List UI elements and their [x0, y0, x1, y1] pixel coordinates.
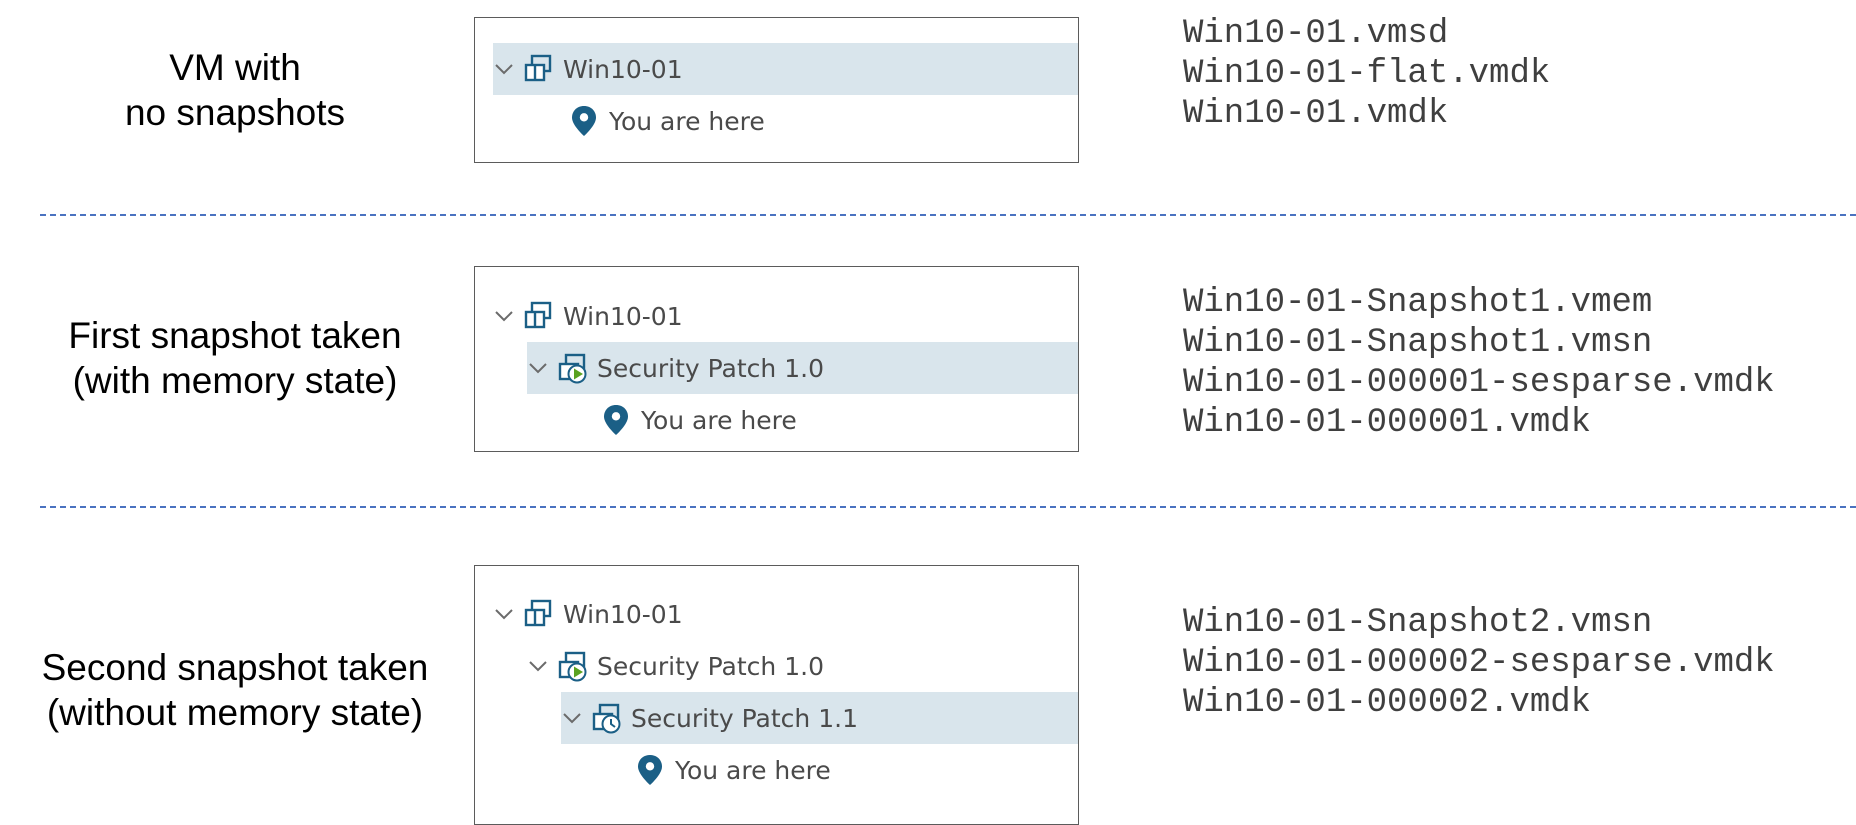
row-caption: VM with no snapshots: [124, 47, 346, 133]
tree-node-label: You are here: [609, 106, 765, 136]
chevron-down-icon[interactable]: [561, 707, 583, 729]
file-list: Win10-01-Snapshot2.vmsn Win10-01-000002-…: [1183, 603, 1775, 723]
row-caption: Second snapshot taken (without memory st…: [41, 647, 429, 733]
tree-node-snapshot[interactable]: Security Patch 1.1: [561, 692, 1078, 744]
tree-node-snapshot[interactable]: Security Patch 1.0: [527, 342, 1078, 394]
tree-node-vm[interactable]: Win10-01: [493, 588, 683, 640]
section-divider: [40, 214, 1856, 216]
vm-icon: [524, 301, 552, 329]
vm-icon: [524, 54, 552, 82]
section-divider: [40, 506, 1856, 508]
tree-node-label: Security Patch 1.1: [631, 703, 858, 733]
file-name: Win10-01.vmdk: [1183, 95, 1449, 133]
location-pin-icon: [638, 755, 662, 785]
chevron-down-icon[interactable]: [527, 655, 549, 677]
tree-node-snapshot[interactable]: Security Patch 1.0: [527, 640, 824, 692]
snapshot-tree-panel: Win10-01 Security Patch 1.0 You are here: [474, 266, 1079, 452]
location-pin-icon: [572, 106, 596, 136]
chevron-down-icon[interactable]: [493, 58, 515, 80]
tree-node-you-are-here: You are here: [603, 394, 797, 446]
file-name: Win10-01-000001-sesparse.vmdk: [1183, 364, 1775, 402]
snapshot-powered-on-icon: [558, 651, 587, 682]
tree-node-you-are-here: You are here: [571, 95, 765, 147]
file-name: Win10-01-flat.vmdk: [1183, 55, 1551, 93]
tree-node-vm[interactable]: Win10-01: [493, 43, 1078, 95]
tree-node-label: You are here: [675, 755, 831, 785]
file-name: Win10-01-Snapshot1.vmsn: [1183, 324, 1653, 362]
tree-node-vm[interactable]: Win10-01: [493, 290, 683, 342]
snapshot-tree-panel: Win10-01 Security Patch 1.0 Security Pat…: [474, 565, 1079, 825]
snapshot-tree-panel: Win10-01 You are here: [474, 17, 1079, 163]
chevron-down-icon[interactable]: [527, 357, 549, 379]
file-name: Win10-01-Snapshot2.vmsn: [1183, 604, 1653, 642]
tree-node-label: Win10-01: [563, 599, 683, 629]
snapshot-icon: [592, 703, 621, 734]
tree-node-label: Win10-01: [563, 301, 683, 331]
tree-node-label: Security Patch 1.0: [597, 651, 824, 681]
row-caption: First snapshot taken (with memory state): [68, 315, 402, 401]
file-name: Win10-01-000001.vmdk: [1183, 404, 1592, 442]
location-pin-icon: [604, 405, 628, 435]
file-name: Win10-01-000002.vmdk: [1183, 684, 1592, 722]
file-name: Win10-01.vmsd: [1183, 15, 1449, 53]
file-name: Win10-01-Snapshot1.vmem: [1183, 284, 1653, 322]
snapshot-powered-on-icon: [558, 353, 587, 384]
file-list: Win10-01.vmsd Win10-01-flat.vmdk Win10-0…: [1183, 14, 1550, 134]
vm-icon: [524, 599, 552, 627]
file-name: Win10-01-000002-sesparse.vmdk: [1183, 644, 1775, 682]
chevron-down-icon[interactable]: [493, 603, 515, 625]
tree-node-label: Win10-01: [563, 54, 683, 84]
tree-node-label: Security Patch 1.0: [597, 353, 824, 383]
tree-node-you-are-here: You are here: [637, 744, 831, 796]
file-list: Win10-01-Snapshot1.vmem Win10-01-Snapsho…: [1183, 283, 1775, 443]
chevron-down-icon[interactable]: [493, 305, 515, 327]
tree-node-label: You are here: [641, 405, 797, 435]
